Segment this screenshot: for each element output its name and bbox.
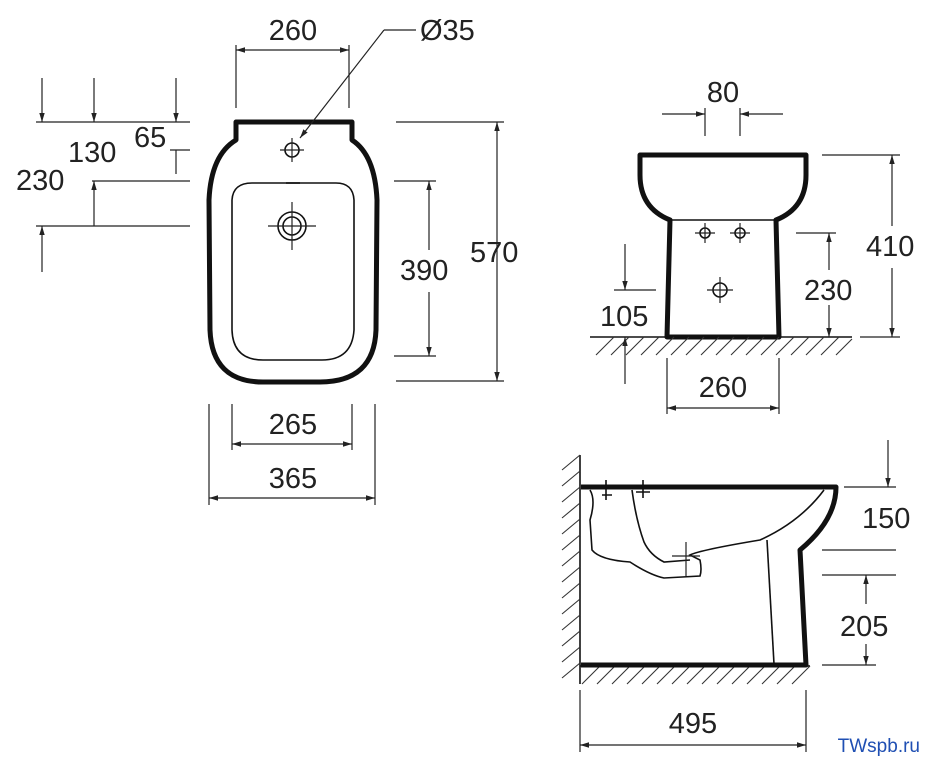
side-outlet-icon <box>672 542 700 576</box>
dim-inlet-height: 105 <box>600 301 648 333</box>
dim-top-width: 260 <box>269 15 317 47</box>
side-view: 495 150 205 <box>561 440 910 752</box>
dim-tap-spacing: 80 <box>707 77 739 109</box>
outlet-icon <box>707 277 733 303</box>
tap-hole-left-icon <box>695 223 715 243</box>
bidet-bowl-outline <box>231 182 355 361</box>
tap-hole-right-icon <box>730 223 750 243</box>
dim-depth: 495 <box>669 708 717 740</box>
top-view: 260 Ø35 65 130 230 570 390 <box>16 15 518 505</box>
bidet-inner-bowl <box>589 489 825 579</box>
dim-total-height: 410 <box>866 231 914 263</box>
floor-hatch <box>595 336 853 356</box>
tap-hole-icon <box>280 138 304 162</box>
front-view: 80 410 230 105 260 <box>590 77 914 414</box>
dim-outer-width: 365 <box>269 463 317 495</box>
dim-basin-length: 390 <box>400 255 448 287</box>
watermark-text: TWspb.ru <box>837 736 920 757</box>
floor-hatch-side <box>581 665 811 685</box>
dim-offset-65: 65 <box>134 122 166 154</box>
dim-hole-diameter: Ø35 <box>420 15 475 47</box>
bidet-front-outline <box>637 152 809 340</box>
dim-offset-230: 230 <box>16 165 64 197</box>
dim-outlet-height: 205 <box>840 611 888 643</box>
bidet-side-outline <box>581 484 839 668</box>
dim-rim-offset: 150 <box>862 503 910 535</box>
dim-base-width: 260 <box>699 372 747 404</box>
dim-offset-130: 130 <box>68 137 116 169</box>
drain-icon <box>268 202 316 250</box>
dim-waste-height: 230 <box>804 275 852 307</box>
bidet-top-outline <box>206 119 380 385</box>
dim-inner-width: 265 <box>269 409 317 441</box>
dim-total-length: 570 <box>470 237 518 269</box>
wall-hatch <box>561 454 581 679</box>
